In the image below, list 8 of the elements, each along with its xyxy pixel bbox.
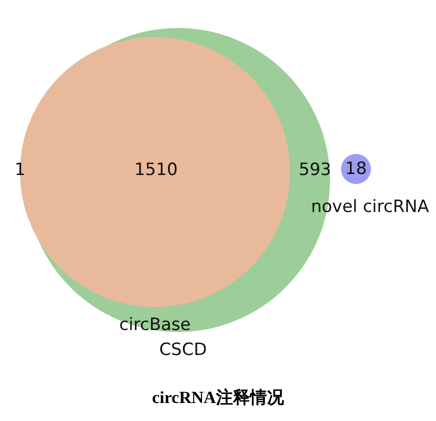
set-label: circBase xyxy=(119,315,191,335)
count-label: 1 xyxy=(14,160,26,180)
set-label: novel circRNA xyxy=(311,197,429,217)
count-label: 593 xyxy=(298,160,332,180)
count-label: 18 xyxy=(345,159,367,179)
caption: circRNA注释情况 xyxy=(152,388,284,407)
count-label: 1510 xyxy=(134,160,178,180)
set-label: CSCD xyxy=(159,340,207,360)
